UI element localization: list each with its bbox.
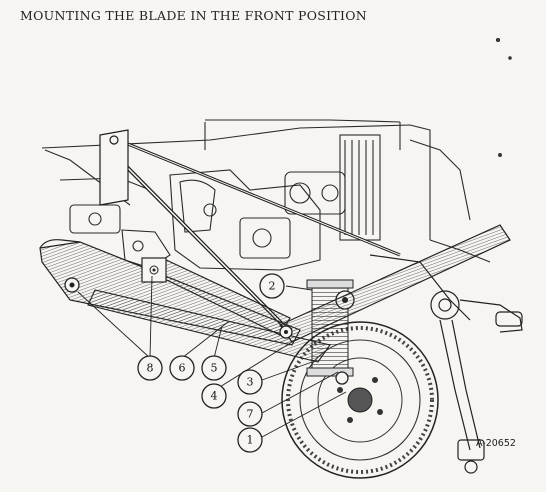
callout-3: 3 — [237, 369, 263, 395]
callout-1: 1 — [237, 427, 263, 453]
diagonal-brace — [99, 129, 401, 332]
svg-text:7: 7 — [247, 408, 254, 421]
front-wheel — [281, 321, 439, 479]
svg-text:5: 5 — [211, 362, 218, 375]
figure-title: MOUNTING THE BLADE IN THE FRONT POSITION — [20, 8, 368, 23]
svg-text:6: 6 — [179, 362, 186, 375]
blade-push-arm — [87, 289, 331, 363]
svg-text:2: 2 — [269, 280, 276, 293]
short-link-arm — [140, 257, 291, 336]
front-axle-assembly — [369, 254, 523, 474]
callout-4: 4 — [201, 383, 227, 409]
svg-text:8: 8 — [147, 362, 154, 375]
callout-8: 8 — [137, 355, 163, 381]
svg-text:3: 3 — [247, 376, 254, 389]
leader-lines — [77, 275, 347, 438]
callout-7: 7 — [237, 401, 263, 427]
callout-6: 6 — [169, 355, 195, 381]
callout-5: 5 — [201, 355, 227, 381]
callout-2: 2 — [259, 273, 285, 299]
blade-beam — [279, 224, 511, 343]
figure-number: A-20652 — [476, 438, 516, 449]
svg-text:1: 1 — [247, 434, 254, 447]
svg-text:4: 4 — [211, 390, 218, 403]
